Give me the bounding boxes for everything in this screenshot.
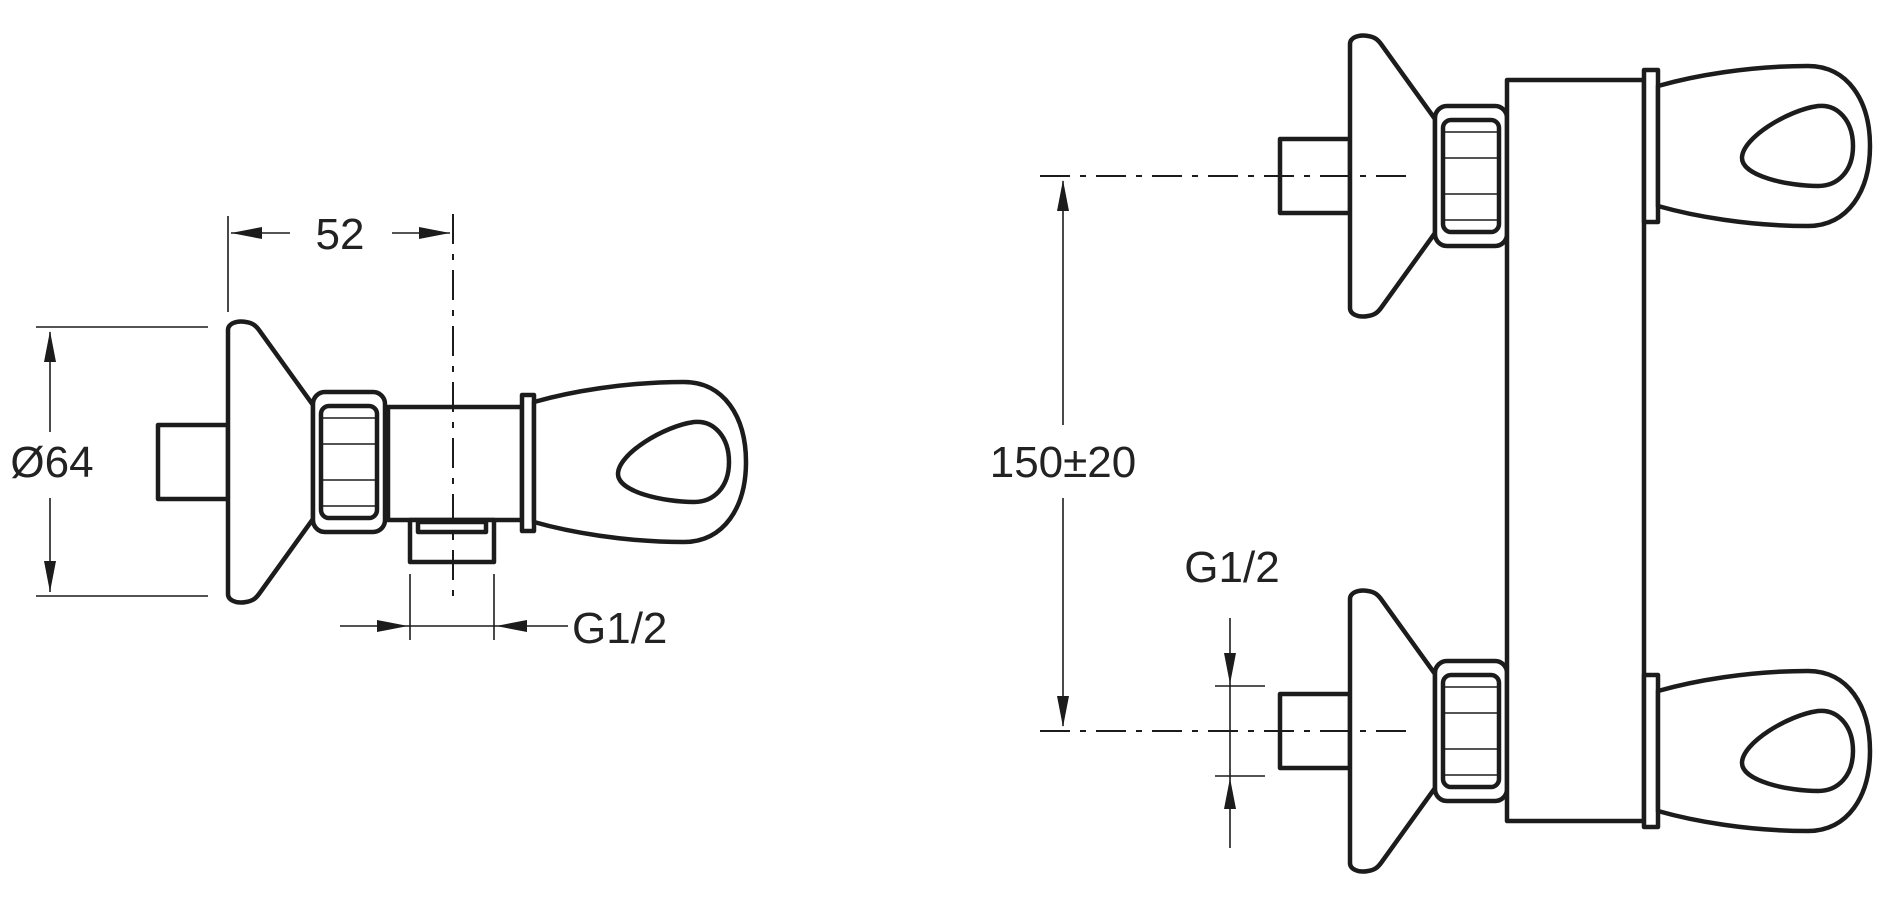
dim-outlet-arrow-right [496,620,527,632]
dim-150-arrow-top [1057,180,1069,211]
side-view-lever [534,382,746,542]
dim-52-arrow-right [419,227,450,239]
dim-d64-arrow-bottom [44,561,56,592]
dim-outlet-label: G1/2 [572,604,667,653]
dim-150-label: 150±20 [990,438,1137,487]
front-view-valve-body [1504,77,1647,824]
dim-150-arrow-bottom [1057,696,1069,727]
dim-d64-arrow-top [44,331,56,362]
side-view-connector [158,321,385,602]
dim-inlet-arrow-bottom [1224,778,1236,809]
front-view: 150±20 G1/2 [990,35,1870,871]
front-view-lever-top [1658,66,1870,226]
dim-inlet-arrow-top [1224,653,1236,684]
dim-52-label: 52 [316,210,365,259]
side-view: 52 Ø64 G1/2 [10,210,746,653]
front-view-lever-bottom [1658,671,1870,831]
dim-d64-label: Ø64 [10,438,93,487]
dim-inlet-label: G1/2 [1184,543,1279,592]
dim-52-arrow-left [231,227,262,239]
side-view-valve-body [385,404,525,523]
dim-outlet-arrow-left [377,620,408,632]
